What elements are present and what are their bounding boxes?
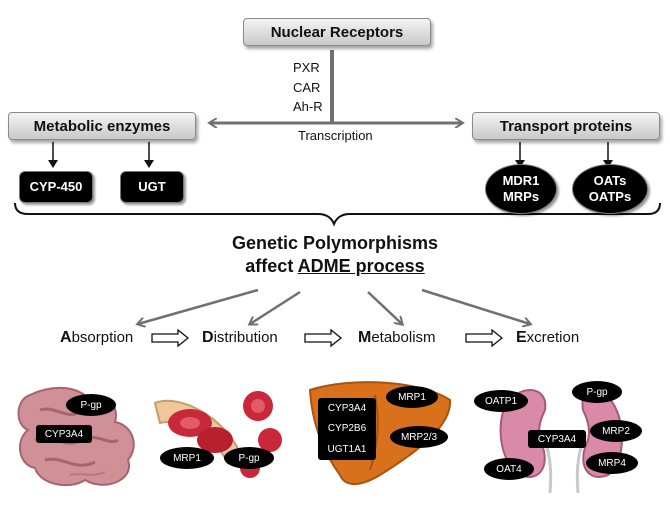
stage-distribution: Distribution <box>202 329 278 347</box>
headline-line2: affect ADME process <box>170 255 500 278</box>
stage-excretion-rest: xcretion <box>526 329 580 346</box>
metabolic-enzymes-box: Metabolic enzymes <box>8 112 196 140</box>
cyp450-box: CYP-450 <box>19 171 93 203</box>
headline: Genetic Polymorphisms affect ADME proces… <box>170 232 500 278</box>
block-arrow-2 <box>304 328 343 348</box>
cyp450-label: CYP-450 <box>29 179 83 194</box>
block-arrow-1 <box>151 328 190 348</box>
excretion-cyp3a4-label: CYP3A4 <box>528 430 586 448</box>
distribution-pgp-label: P-gp <box>224 447 274 469</box>
oats-label: OATs <box>593 173 627 188</box>
mdr1-label: MDR1 <box>502 173 540 188</box>
excretion-oatp1-label: OATP1 <box>474 390 528 412</box>
headline-adme: ADME process <box>297 256 425 276</box>
stage-absorption-rest: bsorption <box>71 329 134 346</box>
mrps-label: MRPs <box>502 189 540 204</box>
headline-line1: Genetic Polymorphisms <box>231 233 439 253</box>
ugt-box: UGT <box>120 171 184 203</box>
metabolism-enzyme-box: CYP3A4 CYP2B6 UGT1A1 <box>318 398 376 460</box>
receptor-pxr: PXR <box>293 60 320 75</box>
stage-distribution-initial: D <box>202 329 214 346</box>
transcription-label: Transcription <box>298 128 373 143</box>
absorption-cyp3a4-label: CYP3A4 <box>36 425 92 443</box>
curly-brace <box>14 202 661 227</box>
nuclear-receptors-title: Nuclear Receptors <box>270 23 404 41</box>
oatps-label: OATPs <box>588 189 632 204</box>
stage-metabolism-rest: etabolism <box>371 329 436 346</box>
excretion-mrp4-label: MRP4 <box>586 452 638 474</box>
oats-oatps-oval: OATs OATPs <box>572 164 648 214</box>
stage-excretion: Excretion <box>516 329 579 347</box>
arrow-to-absorption <box>138 288 259 324</box>
stage-absorption-initial: A <box>60 329 72 346</box>
nuclear-receptors-box: Nuclear Receptors <box>243 18 431 46</box>
block-arrow-3 <box>465 328 504 348</box>
excretion-oat4-label: OAT4 <box>484 458 534 480</box>
blood-vessel-illustration <box>153 391 282 478</box>
distribution-mrp1-label: MRP1 <box>160 447 214 469</box>
stage-absorption: Absorption <box>60 329 133 347</box>
metabolism-enzyme-3: UGT1A1 <box>327 444 367 456</box>
metabolic-enzymes-title: Metabolic enzymes <box>33 117 171 135</box>
arrow-to-distribution <box>250 290 301 324</box>
arrow-to-excretion <box>421 288 530 324</box>
absorption-pgp-label: P-gp <box>66 394 116 416</box>
transport-proteins-title: Transport proteins <box>499 117 633 135</box>
metabolism-mrp23-label: MRP2/3 <box>390 426 448 448</box>
mdr1-mrps-oval: MDR1 MRPs <box>485 164 557 214</box>
excretion-mrp2-label: MRP2 <box>590 420 642 442</box>
stage-metabolism-initial: M <box>358 329 372 346</box>
metabolism-mrp1-label: MRP1 <box>386 386 438 408</box>
ugt-label: UGT <box>138 179 166 194</box>
headline-prefix: affect <box>245 256 298 276</box>
stage-metabolism: Metabolism <box>358 329 436 347</box>
excretion-pgp-label: P-gp <box>572 381 622 403</box>
arrow-to-metabolism <box>367 291 402 324</box>
receptor-ahr: Ah-R <box>293 99 323 114</box>
metabolism-enzyme-2: CYP2B6 <box>327 423 367 435</box>
metabolism-enzyme-1: CYP3A4 <box>327 402 367 414</box>
stage-excretion-initial: E <box>516 329 527 346</box>
stage-distribution-rest: istribution <box>213 329 278 346</box>
transport-proteins-box: Transport proteins <box>472 112 660 140</box>
receptor-car: CAR <box>293 80 321 95</box>
